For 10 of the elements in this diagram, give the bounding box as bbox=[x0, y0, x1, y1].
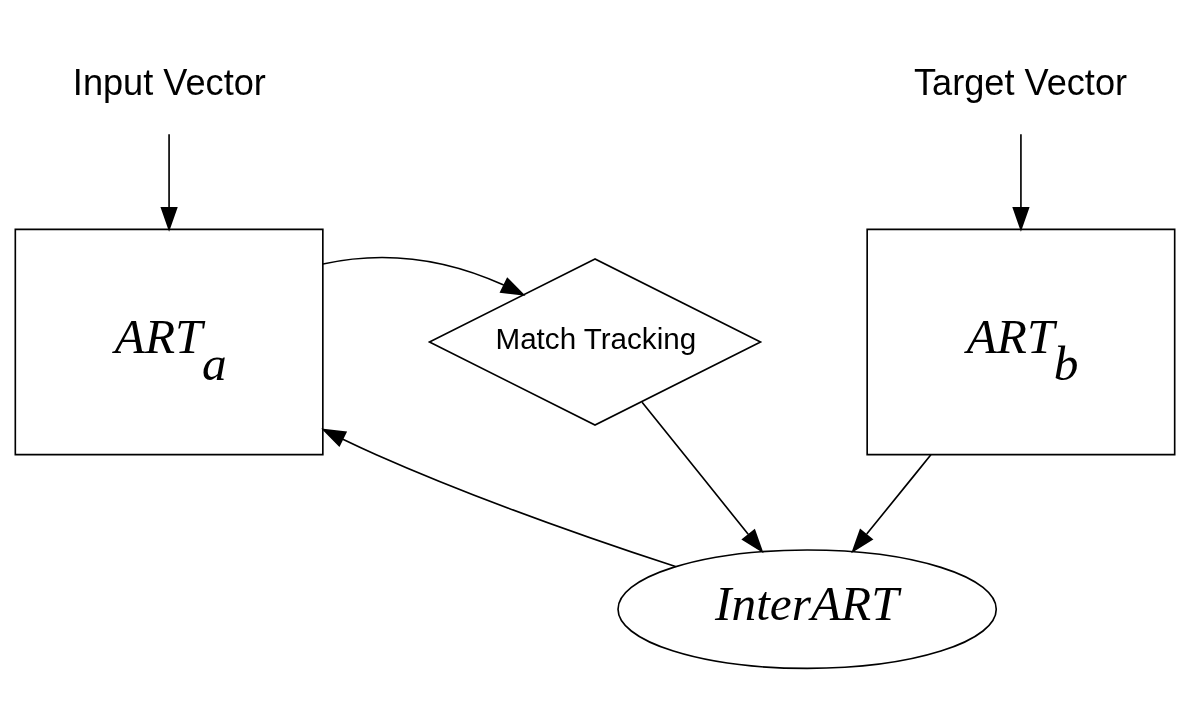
arrow bbox=[641, 400, 764, 553]
arrow bbox=[851, 453, 932, 553]
node-text: Input Vector bbox=[72, 61, 266, 103]
node-text: Target Vector bbox=[914, 61, 1128, 103]
node-ellipse: InterART bbox=[617, 548, 998, 669]
arrow bbox=[160, 132, 178, 232]
arrow bbox=[322, 256, 526, 296]
arrow bbox=[1012, 132, 1030, 232]
node-diamond: Match Tracking bbox=[427, 257, 763, 426]
arrow bbox=[321, 427, 677, 567]
